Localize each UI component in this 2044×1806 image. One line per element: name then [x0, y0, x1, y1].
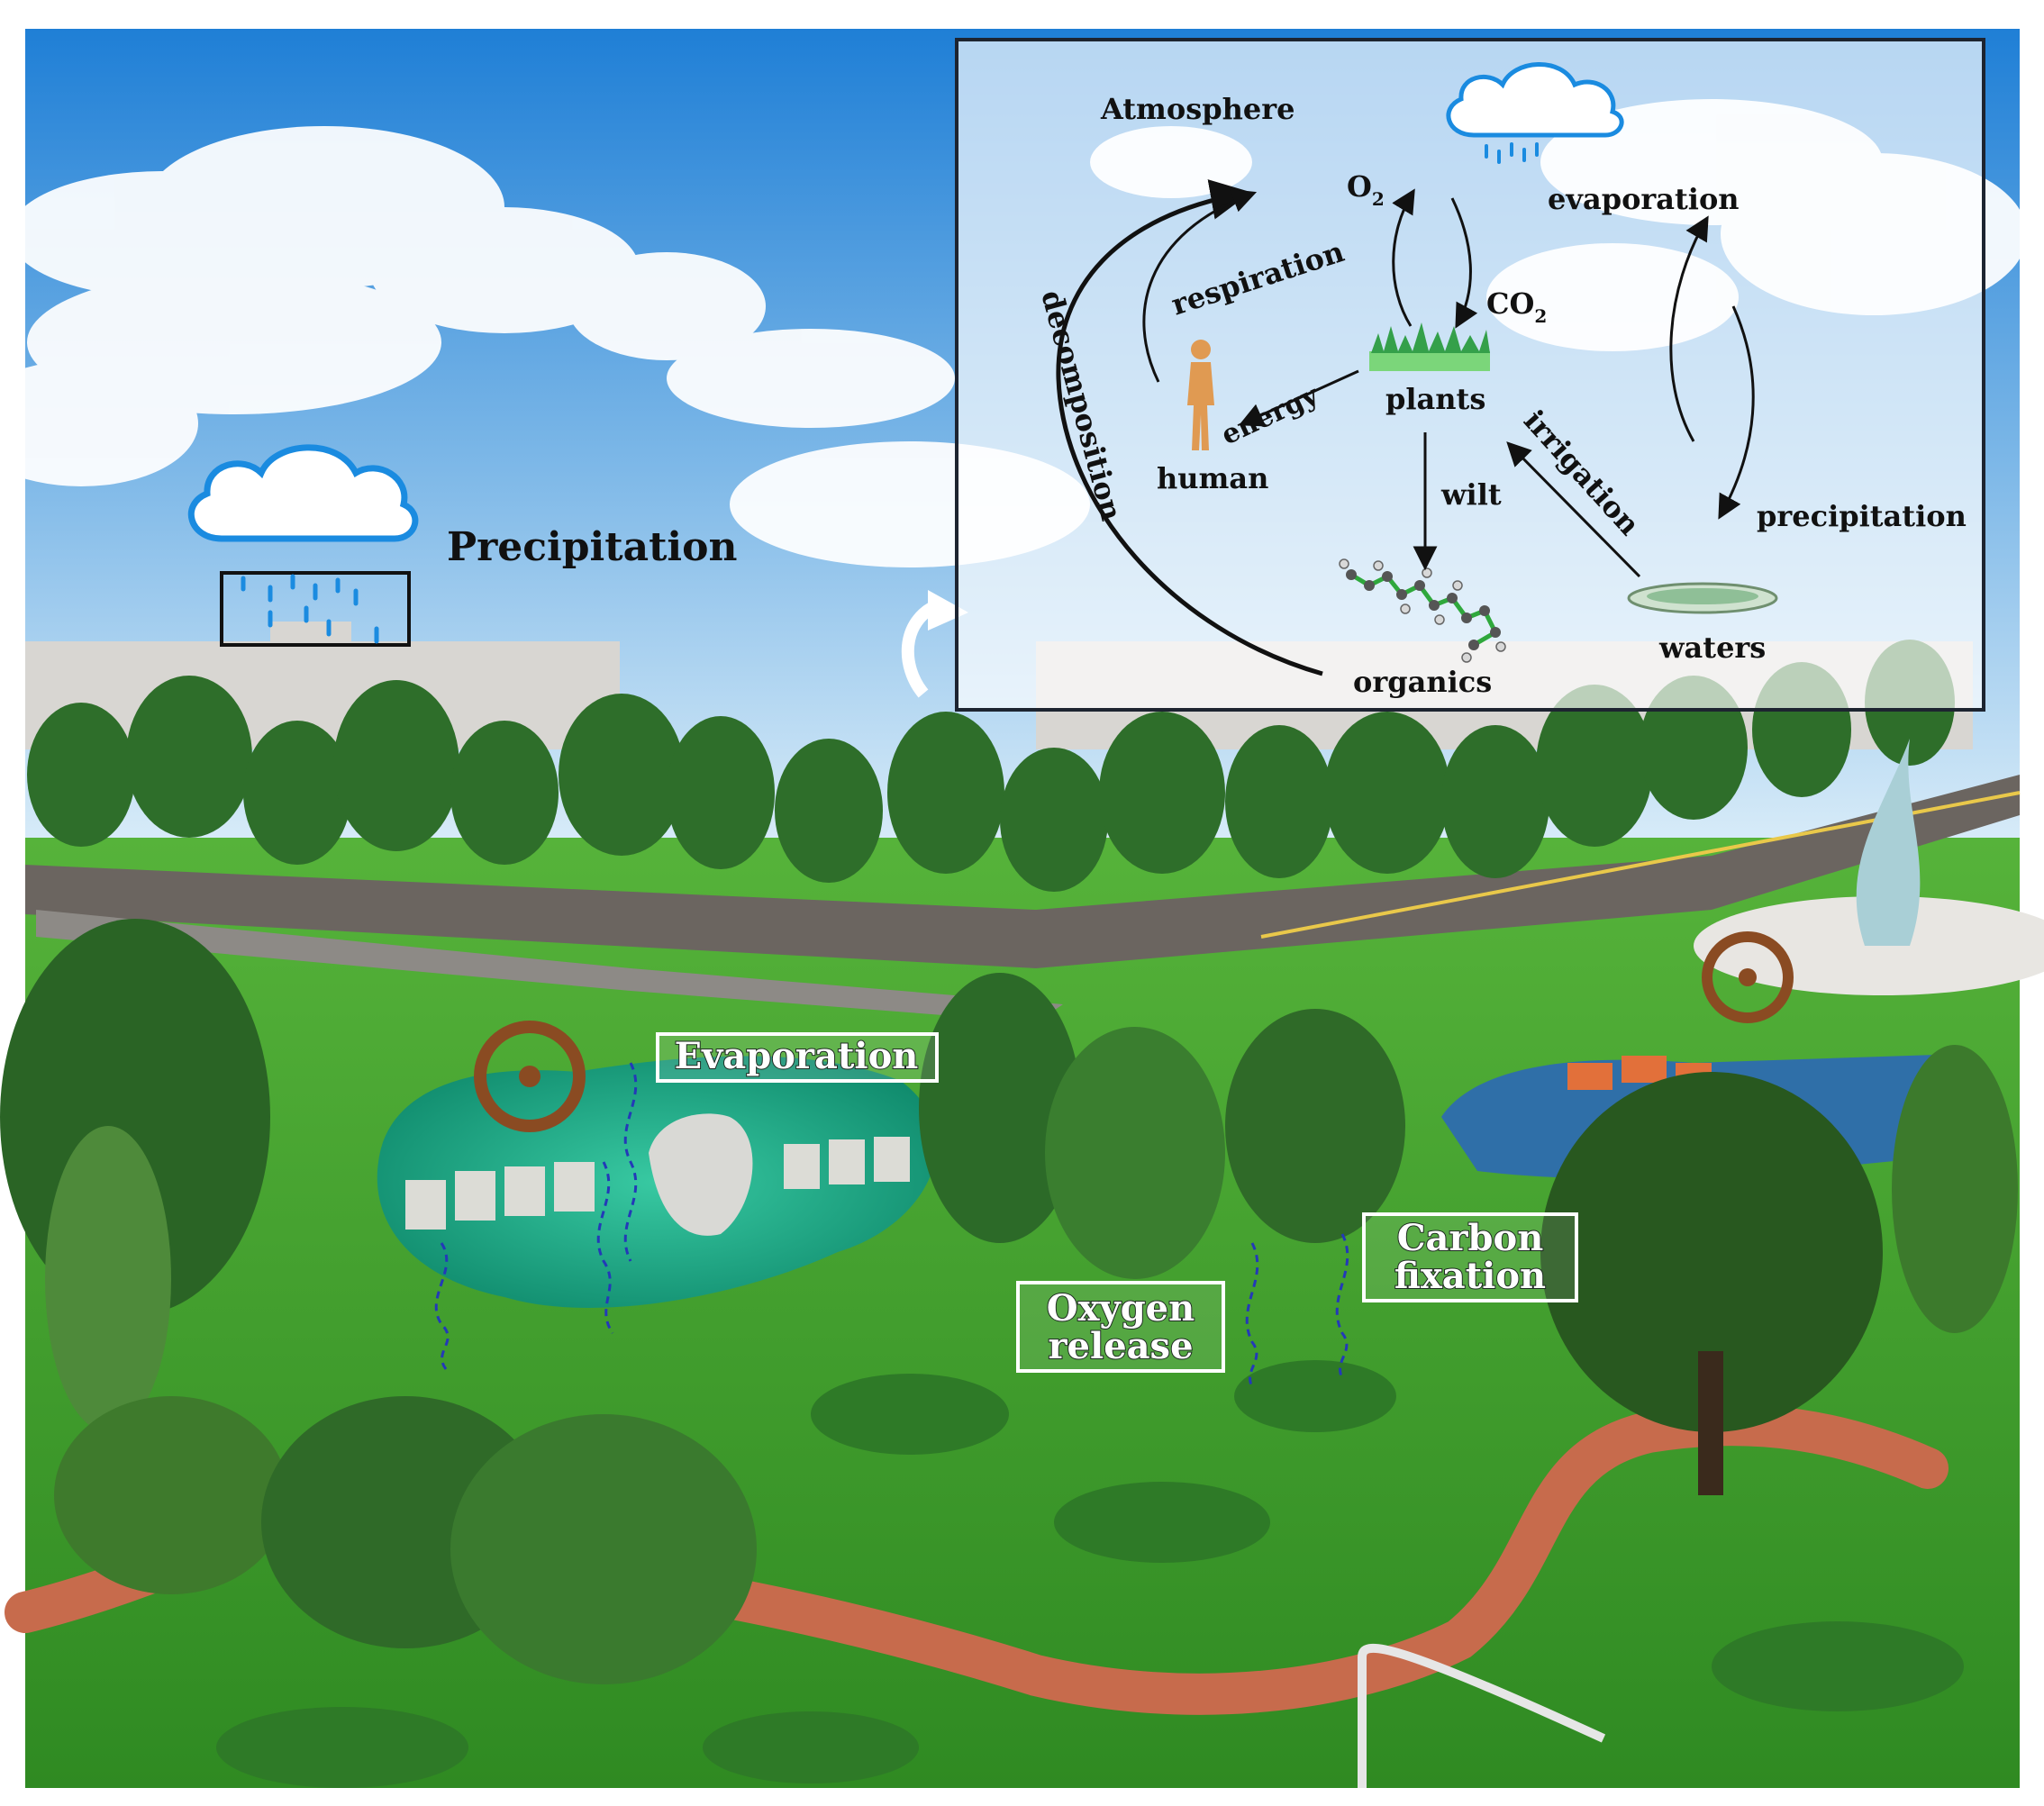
precipitation-cycle-label: precipitation — [1757, 499, 1967, 533]
o2-label-main: O — [1347, 169, 1372, 204]
evaporation-up-arrow — [1669, 215, 1709, 442]
carbon-fixation-box: Carbon fixation — [1362, 1212, 1578, 1302]
sculpture — [1856, 739, 1921, 946]
rock — [649, 1113, 753, 1236]
evaporation-box: Evaporation — [656, 1032, 939, 1083]
shrub-clusters — [216, 1360, 1964, 1788]
plants-label: plants — [1385, 382, 1485, 416]
stepping-stones — [405, 1137, 910, 1230]
human-icon — [1187, 340, 1214, 450]
o2-label-sub: 2 — [1372, 188, 1385, 210]
co2-label-main: CO — [1486, 286, 1534, 321]
atmosphere-label: Atmosphere — [1100, 92, 1295, 126]
cycle-arrows — [1056, 179, 1755, 676]
sidewalk — [36, 910, 1063, 1022]
curved-arrow-head — [928, 590, 968, 631]
curved-arrow-icon — [901, 599, 940, 698]
street-lamp — [1358, 1643, 1606, 1788]
respiration-arrow — [1142, 188, 1258, 383]
waters-label: waters — [1658, 631, 1766, 665]
precipitation-label: Precipitation — [447, 524, 737, 570]
cycle-inset: Atmosphere O2 CO2 evaporation respiratio… — [955, 38, 1985, 712]
back-tree-row — [27, 640, 1955, 892]
grass-icon — [1369, 322, 1490, 371]
co2-to-plants-arrow — [1450, 197, 1478, 329]
plants-to-o2-arrow — [1392, 188, 1415, 327]
o2-label: O2 — [1347, 169, 1385, 210]
evaporation-scene-label: Evaporation — [675, 1035, 919, 1077]
water-wheel-left — [474, 1021, 586, 1132]
inset-panel — [955, 38, 1985, 712]
carbon-fixation-line1: Carbon — [1397, 1217, 1544, 1259]
water-wheel-right — [1702, 931, 1794, 1023]
foreground-trees — [0, 919, 2018, 1684]
decomposition-arrow — [1056, 179, 1323, 676]
irrigation-arrow — [1506, 441, 1641, 578]
co2-label-sub: 2 — [1534, 305, 1547, 327]
pond-icon — [1627, 582, 1778, 614]
human-label: human — [1157, 461, 1268, 495]
road — [25, 775, 2020, 968]
carbon-fixation-line2: fixation — [1394, 1255, 1546, 1297]
evaporation-cycle-label: evaporation — [1548, 182, 1740, 216]
molecule-icon — [1339, 558, 1506, 663]
co2-label: CO2 — [1486, 286, 1547, 327]
oxygen-release-box: Oxygen release — [1016, 1281, 1225, 1373]
wilt-label: wilt — [1440, 477, 1502, 512]
organics-label: organics — [1353, 665, 1492, 699]
oxygen-release-line1: Oxygen — [1047, 1287, 1195, 1330]
cloud-rain-icon — [187, 444, 419, 647]
oxygen-release-line2: release — [1048, 1325, 1193, 1367]
flux-lines — [434, 1062, 1349, 1388]
cloud-rain-icon — [1446, 62, 1624, 164]
precipitation-down-arrow — [1718, 305, 1755, 520]
energy-arrow — [1239, 369, 1359, 427]
